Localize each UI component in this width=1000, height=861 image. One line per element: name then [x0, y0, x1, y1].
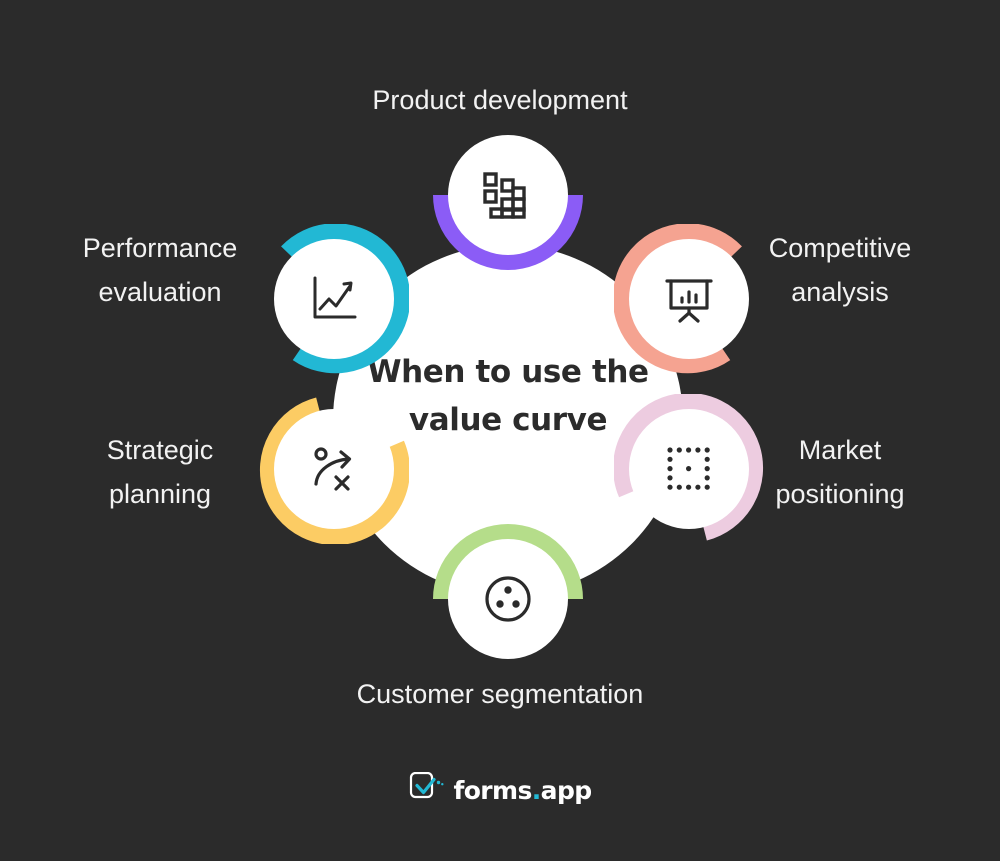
node-strategic-planning[interactable]	[259, 394, 409, 544]
arc-product-development	[433, 120, 583, 270]
center-title-line-1: When to use the	[367, 354, 649, 390]
wordmark-app: app	[540, 776, 592, 805]
forms-app-check-logo	[408, 771, 444, 809]
node-competitive-analysis[interactable]	[614, 224, 764, 374]
node-customer-segmentation[interactable]	[433, 524, 583, 674]
label-strategic-planning: Strategic planning	[106, 435, 214, 509]
footer-logo[interactable]: forms.app	[0, 771, 1000, 809]
wordmark-dot: .	[531, 776, 542, 805]
node-performance-evaluation[interactable]	[259, 224, 409, 374]
forms-app-wordmark: forms.app	[453, 776, 592, 805]
arc-performance-evaluation	[259, 224, 409, 374]
circle-dots-icon	[482, 573, 534, 625]
label-product-development: Product development	[372, 85, 628, 115]
label-market-positioning: Market positioning	[775, 435, 905, 509]
strategy-arrow-icon	[308, 443, 360, 495]
wordmark-forms: forms	[453, 776, 532, 805]
icon-bubble-customer-segmentation	[448, 539, 568, 659]
label-competitive-analysis: Competitive analysis	[768, 233, 912, 307]
arc-strategic-planning	[259, 394, 409, 544]
arc-market-positioning	[614, 394, 764, 544]
line-chart-icon	[307, 272, 361, 326]
center-title: When to use the value curve	[348, 348, 668, 444]
icon-bubble-performance-evaluation	[274, 239, 394, 359]
arc-competitive-analysis	[614, 224, 764, 374]
blocks-icon	[481, 168, 535, 222]
node-market-positioning[interactable]	[614, 394, 764, 544]
node-product-development[interactable]	[433, 120, 583, 270]
icon-bubble-strategic-planning	[274, 409, 394, 529]
arc-customer-segmentation	[433, 524, 583, 674]
icon-bubble-competitive-analysis	[629, 239, 749, 359]
center-title-line-2: value curve	[408, 402, 608, 438]
label-performance-evaluation: Performance evaluation	[82, 233, 238, 307]
icon-bubble-market-positioning	[629, 409, 749, 529]
dotted-square-icon	[664, 444, 714, 494]
presentation-chart-icon	[662, 272, 716, 326]
label-customer-segmentation: Customer segmentation	[356, 679, 644, 709]
icon-bubble-product-development	[448, 135, 568, 255]
